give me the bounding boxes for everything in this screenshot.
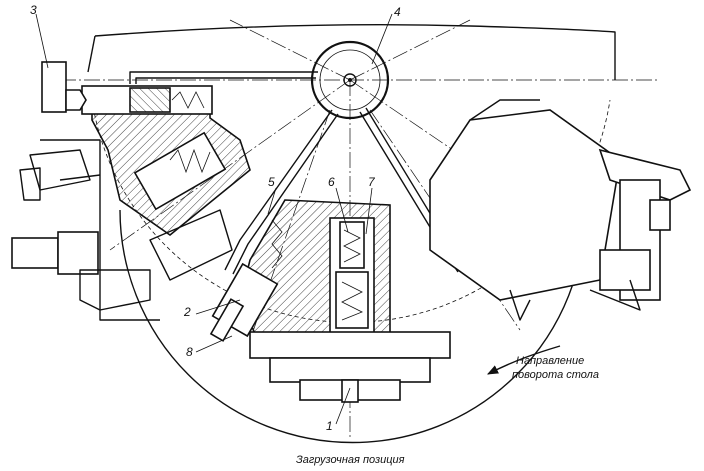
label-4: 4 — [394, 5, 401, 19]
label-5: 5 — [268, 175, 275, 189]
center-fixture — [209, 199, 451, 403]
left-fixture — [11, 61, 251, 321]
label-2: 2 — [183, 305, 191, 319]
leader-lines — [35, 13, 393, 425]
direction-text-1: Направление — [516, 355, 584, 367]
direction-text-2: поворота стола — [512, 369, 599, 381]
caption: Загрузочная позиция — [296, 454, 405, 466]
label-6: 6 — [328, 175, 335, 189]
rotation-direction: Направление поворота стола — [487, 345, 599, 381]
label-8: 8 — [186, 345, 193, 359]
label-7: 7 — [368, 175, 376, 189]
label-1: 1 — [326, 419, 333, 433]
distributor-hub — [310, 40, 390, 120]
right-fixture — [429, 99, 692, 321]
label-3: 3 — [30, 3, 37, 17]
